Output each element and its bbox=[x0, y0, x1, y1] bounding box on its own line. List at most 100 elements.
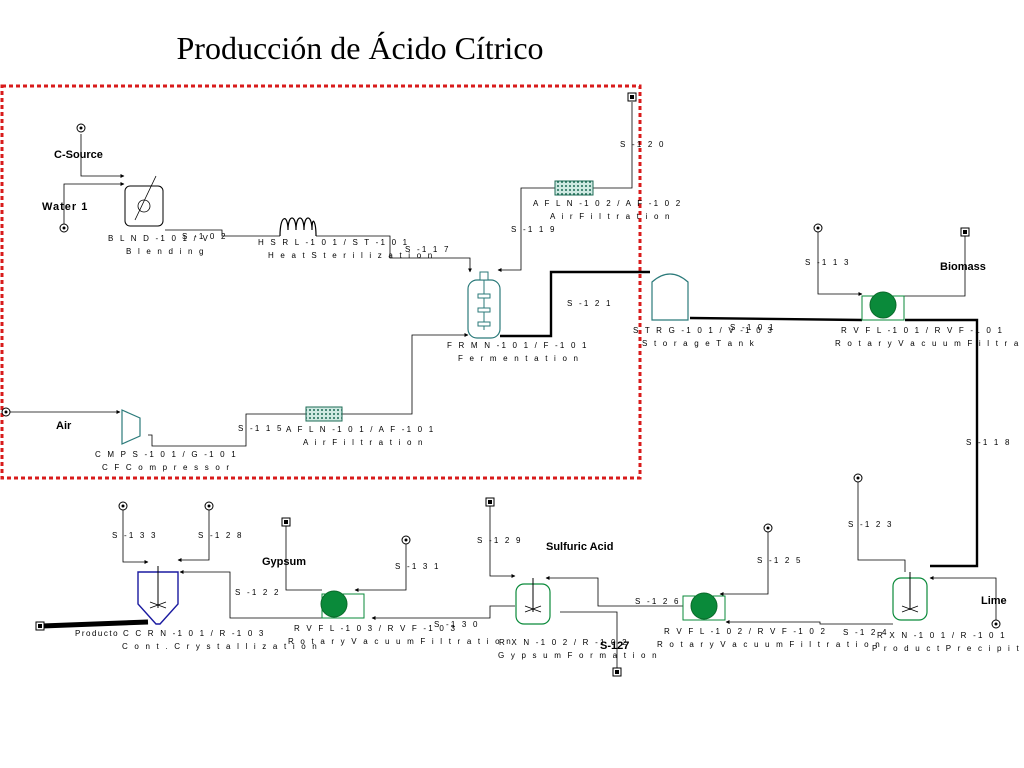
producto-stream[interactable] bbox=[41, 619, 149, 629]
biomass-stream[interactable] bbox=[900, 236, 966, 297]
gypsum-stream[interactable] bbox=[285, 526, 322, 591]
stream-s113[interactable] bbox=[817, 230, 863, 296]
s113-terminal[interactable] bbox=[813, 223, 823, 233]
stream-s101[interactable] bbox=[689, 316, 863, 322]
strg-id-label: S T R G -1 0 1 / V -1 0 3 bbox=[633, 326, 774, 335]
air-label: Air bbox=[56, 420, 72, 432]
afln101-id-label: A F L N -1 0 1 / A F -1 0 1 bbox=[286, 425, 435, 434]
c-source-label: C-Source bbox=[54, 149, 103, 161]
afln102-name-label: A i r F i l t r a t i o n bbox=[550, 212, 672, 221]
producto-terminal[interactable] bbox=[35, 621, 45, 631]
biomass-label: Biomass bbox=[940, 261, 986, 273]
water-label: Water 1 bbox=[42, 201, 88, 213]
cf-compressor[interactable] bbox=[121, 409, 141, 445]
gypsum-terminal[interactable] bbox=[281, 517, 291, 527]
stream-s115[interactable] bbox=[148, 413, 306, 447]
ccrn-id-label: C C R N -1 0 1 / R -1 0 3 bbox=[123, 629, 266, 638]
rvfl102-id-label: R V F L -1 0 2 / R V F -1 0 2 bbox=[664, 627, 827, 636]
stream-label-s122: S -1 2 2 bbox=[235, 588, 281, 597]
lime-label: Lime bbox=[981, 595, 1007, 607]
rvfl103-name-label: R o t a r y V a c u u m F i l t r a t i … bbox=[288, 637, 513, 646]
water-terminal[interactable] bbox=[59, 223, 69, 233]
strg-name-label: S t o r a g e T a n k bbox=[642, 339, 756, 348]
s129-terminal[interactable] bbox=[485, 497, 495, 507]
rxn102-name-label: G y p s u m F o r m a t i o n bbox=[498, 651, 659, 660]
stream-label-s124: S -1 2 4 bbox=[843, 628, 889, 637]
s123-terminal[interactable] bbox=[853, 473, 863, 483]
stream-s118[interactable] bbox=[905, 318, 979, 568]
stream-label-s117: S -1 1 7 bbox=[405, 245, 451, 254]
stream-label-s131: S -1 3 1 bbox=[395, 562, 441, 571]
heat-sterilizer[interactable] bbox=[279, 217, 317, 237]
source-terminals bbox=[1, 123, 1001, 629]
storage-tank[interactable] bbox=[651, 273, 689, 321]
producto-label: Producto bbox=[75, 629, 119, 638]
stream-label-s126: S -1 2 6 bbox=[635, 597, 681, 606]
stream-s133[interactable] bbox=[122, 510, 149, 564]
stream-s102[interactable] bbox=[165, 229, 280, 237]
blending-tank[interactable] bbox=[124, 175, 164, 227]
stream-s125[interactable] bbox=[719, 532, 769, 596]
rvfl102-name-label: R o t a r y V a c u u m F i l t r a t i … bbox=[657, 640, 882, 649]
stream-s128[interactable] bbox=[177, 510, 210, 562]
rvfl101-id-label: R V F L -1 0 1 / R V F -1 0 1 bbox=[841, 326, 1004, 335]
rxn102-id-label: R X N -1 0 2 / R -1 0 2 bbox=[499, 638, 629, 647]
stream-label-s130: S -1 3 0 bbox=[434, 620, 480, 629]
stream-s122[interactable] bbox=[179, 570, 322, 619]
cmps-name-label: C F C o m p r e s s o r bbox=[102, 463, 231, 472]
hsrl-id-label: H S R L -1 0 1 / S T -1 0 1 bbox=[258, 238, 409, 247]
stream-s119[interactable] bbox=[497, 187, 555, 272]
stream-s115-to-fermenter[interactable] bbox=[342, 333, 469, 415]
stream-s120[interactable] bbox=[593, 102, 633, 189]
gypsum-label: Gypsum bbox=[262, 556, 306, 568]
stream-label-s118: S -1 1 8 bbox=[966, 438, 1012, 447]
stream-label-s125: S -1 2 5 bbox=[757, 556, 803, 565]
stream-s124[interactable] bbox=[725, 620, 893, 625]
frmn-id-label: F R M N -1 0 1 / F -1 0 1 bbox=[447, 341, 589, 350]
s128-terminal[interactable] bbox=[204, 501, 214, 511]
air-filter-102[interactable] bbox=[554, 180, 594, 196]
s127-label: S-127 bbox=[600, 640, 629, 652]
rotary-vacuum-filter-102[interactable] bbox=[682, 592, 726, 621]
stream-s126[interactable] bbox=[545, 576, 683, 607]
rvfl101-name-label: R o t a r y V a c u u m F i l t r a t i … bbox=[835, 339, 1024, 348]
lime-terminal[interactable] bbox=[991, 619, 1001, 629]
page-title: Producción de Ácido Cítrico bbox=[176, 30, 544, 66]
stream-s117[interactable] bbox=[316, 235, 472, 273]
stream-label-s133: S -1 3 3 bbox=[112, 531, 158, 540]
lime-stream[interactable] bbox=[929, 576, 997, 620]
stream-s121[interactable] bbox=[500, 270, 650, 338]
biomass-terminal[interactable] bbox=[960, 227, 970, 237]
blnd-id-label: B L N D -1 0 1 / V bbox=[108, 234, 210, 243]
c-source-terminal[interactable] bbox=[76, 123, 86, 133]
air-terminal[interactable] bbox=[1, 407, 11, 417]
blnd-name-label: B l e n d i n g bbox=[126, 247, 206, 256]
stream-label-s101: S -1 0 1 bbox=[730, 323, 776, 332]
s125-terminal[interactable] bbox=[763, 523, 773, 533]
fermenter[interactable] bbox=[467, 271, 501, 339]
precipitation-reactor[interactable] bbox=[892, 572, 928, 621]
stream-s131[interactable] bbox=[354, 544, 407, 592]
stream-label-s128: S -1 2 8 bbox=[198, 531, 244, 540]
cmps-id-label: C M P S -1 0 1 / G -1 0 1 bbox=[95, 450, 238, 459]
stream-label-s129: S -1 2 9 bbox=[477, 536, 523, 545]
stream-s130[interactable] bbox=[371, 605, 515, 620]
stream-s127[interactable] bbox=[560, 611, 618, 670]
stream-s123[interactable] bbox=[857, 482, 906, 572]
s127-terminal[interactable] bbox=[612, 667, 622, 677]
stream-label-s120: S -1 2 0 bbox=[620, 140, 666, 149]
stream-s129[interactable] bbox=[489, 506, 516, 578]
air-filter-101[interactable] bbox=[305, 406, 343, 422]
rotary-vacuum-filter-101[interactable] bbox=[861, 291, 905, 321]
rotary-vacuum-filter-103[interactable] bbox=[320, 590, 365, 619]
s131-terminal[interactable] bbox=[401, 535, 411, 545]
c-source-stream[interactable] bbox=[80, 134, 125, 178]
water-stream[interactable] bbox=[63, 182, 125, 227]
stream-label-s121: S -1 2 1 bbox=[567, 299, 613, 308]
crystallizer[interactable] bbox=[137, 566, 179, 625]
gypsum-reactor[interactable] bbox=[515, 578, 551, 625]
s133-terminal[interactable] bbox=[118, 501, 128, 511]
stream-label-s113: S -1 1 3 bbox=[805, 258, 851, 267]
s120-outlet-terminal[interactable] bbox=[627, 92, 637, 102]
